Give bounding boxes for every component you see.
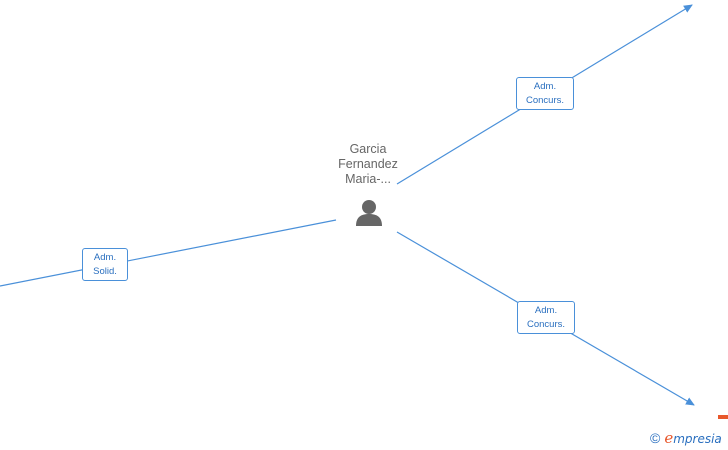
edge-label-lower-right[interactable]: Adm. Concurs. (517, 301, 575, 334)
edge-label-type: Concurs. (526, 319, 565, 330)
footer-brand: © empresia (650, 429, 722, 447)
node-edge-mark (718, 415, 728, 419)
person-icon[interactable] (356, 200, 382, 226)
edge-label-role: Adm. (93, 252, 117, 263)
edge-label-left[interactable]: Adm. Solid. (82, 248, 128, 281)
brand-name: mpresia (673, 431, 722, 446)
edge-label-role: Adm. (533, 81, 557, 92)
edge-line-left (0, 219, 337, 287)
copyright-icon: © (650, 430, 661, 446)
edge-label-upper-right[interactable]: Adm. Concurs. (516, 77, 574, 110)
person-name[interactable]: Garcia Fernandez Maria-... (318, 142, 418, 187)
person-name-line-1: Garcia (349, 142, 387, 156)
edge-label-role: Adm. (534, 305, 558, 316)
edge-label-type: Solid. (93, 266, 117, 277)
brand-logo[interactable]: empresia (664, 429, 721, 448)
person-name-line-2: Fernandez (338, 157, 398, 171)
edge-label-type: Concurs. (525, 95, 564, 106)
brand-initial: e (664, 428, 674, 447)
person-name-line-3: Maria-... (345, 172, 391, 186)
